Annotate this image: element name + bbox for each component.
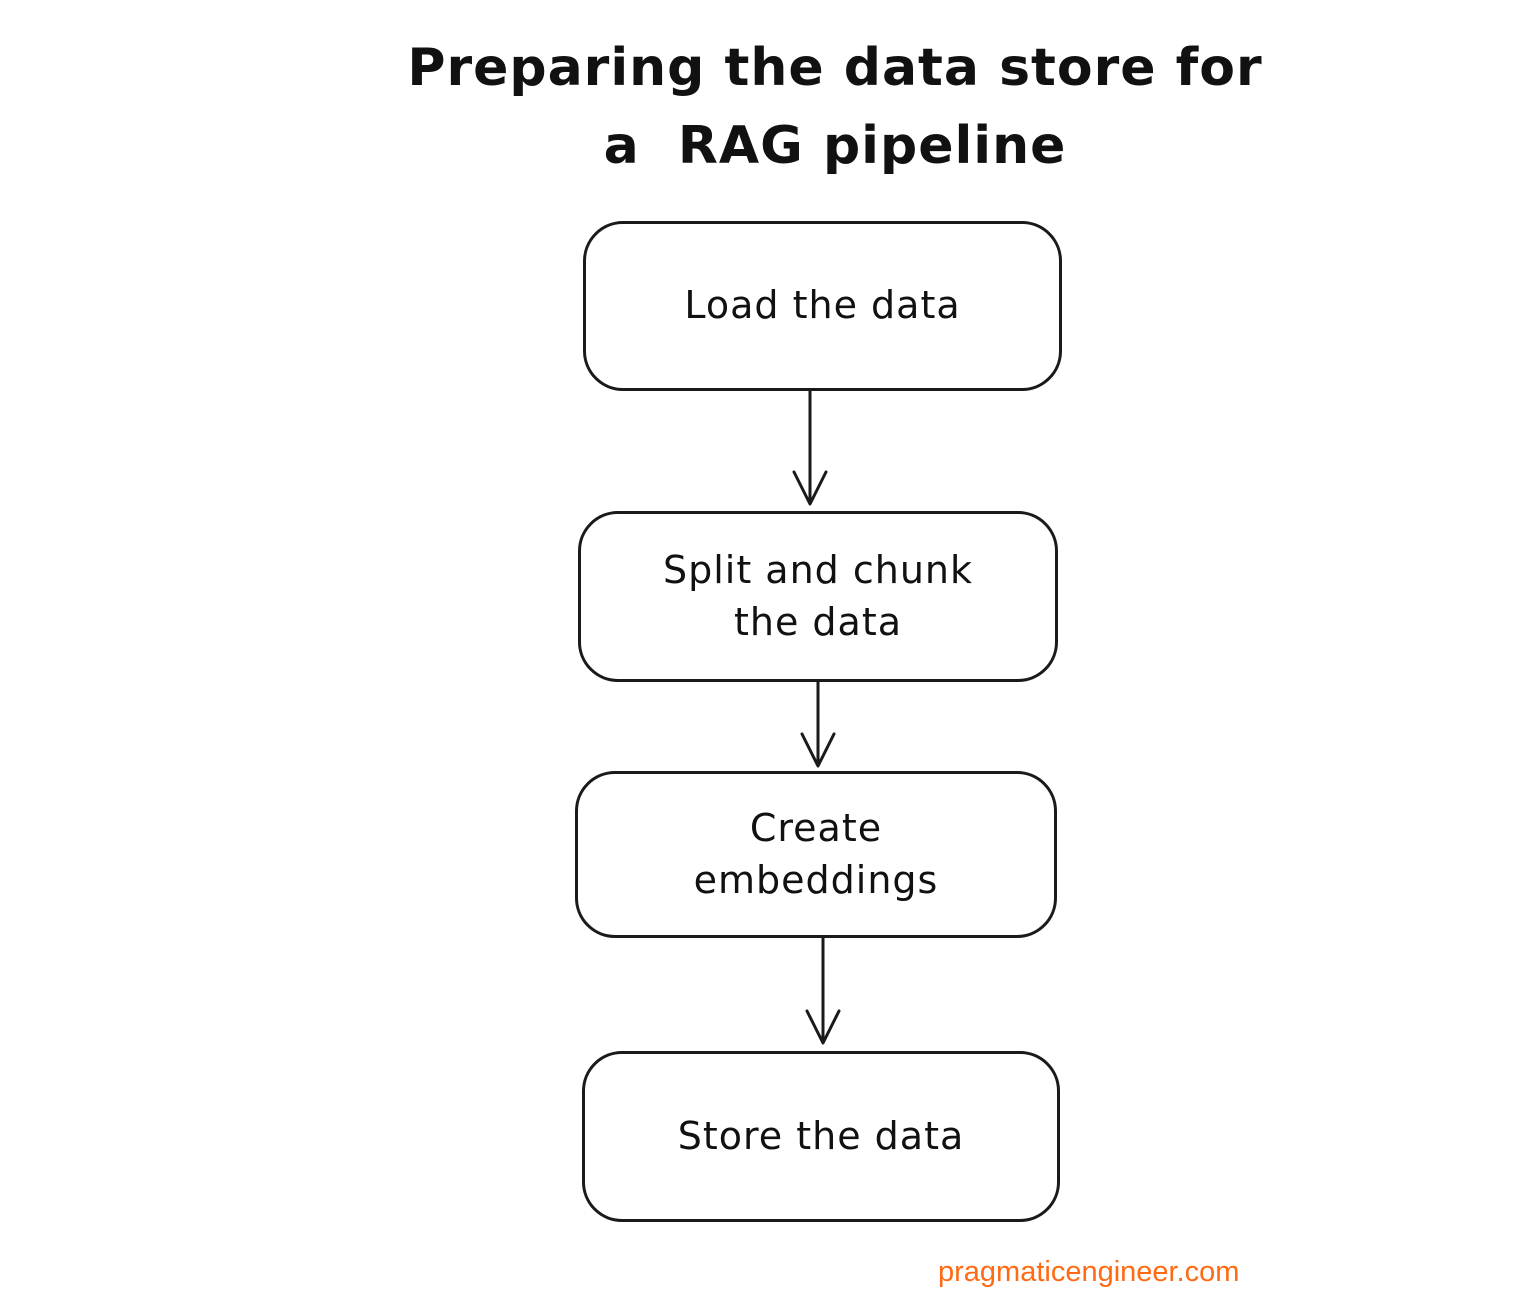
node-label: Split and chunk the data [662, 548, 974, 644]
node-store-the-data: Store the data [582, 1051, 1060, 1222]
node-load-the-data: Load the data [583, 221, 1062, 391]
node-label: Store the data [677, 1113, 965, 1158]
diagram-title: Preparing the data store for a RAG pipel… [340, 42, 1330, 172]
diagram-title-line2: a RAG pipeline [603, 116, 1067, 176]
arrow-embeddings-to-store [805, 937, 841, 1045]
arrow-load-to-split [792, 391, 828, 506]
node-create-embeddings: Create embeddings [575, 771, 1057, 938]
node-label: Create embeddings [693, 806, 939, 902]
arrow-split-to-embeddings [800, 681, 836, 768]
node-label: Load the data [684, 283, 961, 328]
footer-link[interactable]: pragmaticengineer.com [938, 1256, 1240, 1288]
diagram-title-line1: Preparing the data store for [407, 38, 1263, 98]
node-split-and-chunk-the-data: Split and chunk the data [578, 511, 1058, 682]
